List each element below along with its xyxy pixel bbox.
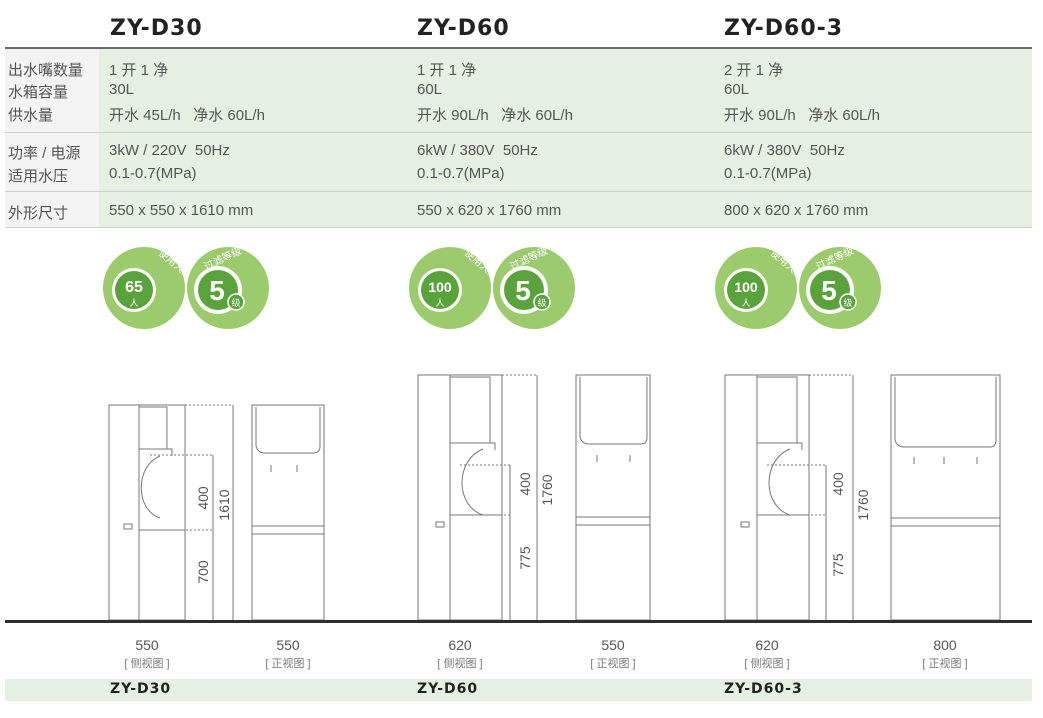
spec-power-2: 6kW / 380V 50Hz [417,142,538,159]
filter-unit-2: 级 [537,297,546,308]
filter-level-1: 5 [209,275,225,306]
dim-height-1: 1610 [216,489,232,520]
spec-power-1: 3kW / 220V 50Hz [109,142,230,159]
side-view-drawing-2 [417,374,538,621]
view-side-2: [ 侧视图 ] [437,658,483,670]
spec-outlets-3: 2 开 1 净 [724,62,784,79]
label-outlets: 出水嘴数量 [8,62,84,79]
spec-pressure-3: 0.1-0.7(MPa) [724,165,812,182]
spec-size-1: 550 x 550 x 1610 mm [109,202,254,219]
width-front-3: 800 [933,637,957,653]
filter-level-2: 5 [515,275,531,306]
dim-upper-1: 400 [195,486,211,510]
footer-model-2: ZY-D60 [417,681,479,697]
spec-pressure-2: 0.1-0.7(MPa) [417,165,505,182]
spec-row-outlets [5,49,1032,133]
label-supply: 供水量 [8,107,54,124]
front-view-drawing-2 [575,374,651,621]
badge-group-3: 100 人 使用人数 5 级 过滤等级 [715,244,881,329]
side-view-drawing-3 [724,374,854,621]
spec-supply-1: 开水 45L/h 净水 60L/h [109,107,265,124]
badge-group-1: 65 人 使用人数 5 级 过滤等级 [103,244,269,329]
spec-supply-3: 开水 90L/h 净水 60L/h [724,107,880,124]
filter-unit-3: 级 [843,297,852,308]
spec-power-3: 6kW / 380V 50Hz [724,142,845,159]
view-front-2: [ 正视图 ] [590,658,636,670]
width-front-2: 550 [601,637,625,653]
front-view-drawing-3 [890,374,1001,621]
dim-lower-1: 700 [195,560,211,584]
filter-level-3: 5 [821,275,837,306]
ground-line [5,620,1032,623]
users-count-3: 100 [734,279,758,295]
label-size: 外形尺寸 [8,205,69,222]
footer-model-1: ZY-D30 [110,681,172,697]
spec-capacity-1: 30L [109,81,135,98]
side-view-drawing-1 [108,404,234,621]
users-count-2: 100 [428,279,452,295]
label-power: 功率 / 电源 [8,145,81,162]
spec-capacity-3: 60L [724,81,750,98]
spec-size-2: 550 x 620 x 1760 mm [417,202,562,219]
width-side-2: 620 [448,637,472,653]
spec-outlets-1: 1 开 1 净 [109,62,169,79]
spec-supply-2: 开水 90L/h 净水 60L/h [417,107,573,124]
dim-height-2: 1760 [539,474,555,505]
dim-lower-3: 775 [830,553,846,577]
view-front-3: [ 正视图 ] [922,658,968,670]
footer-band [5,679,1032,701]
label-capacity: 水箱容量 [8,84,69,101]
users-count-1: 65 [125,279,143,296]
footer-model-3: ZY-D60-3 [724,681,803,697]
technical-drawings: 400 700 1610 400 775 1760 400 775 1760 [108,374,1001,621]
model-title-2: ZY-D60 [417,16,510,41]
dim-upper-3: 400 [830,472,846,496]
spec-pressure-1: 0.1-0.7(MPa) [109,165,197,182]
width-side-3: 620 [755,637,779,653]
spec-row-power [5,133,1032,192]
users-unit-2: 人 [435,298,444,308]
dim-lower-2: 775 [517,546,533,570]
model-title-3: ZY-D60-3 [724,16,844,41]
spec-size-3: 800 x 620 x 1760 mm [724,202,869,219]
dim-upper-2: 400 [517,472,533,496]
label-pressure: 适用水压 [8,168,69,185]
header-rule [5,47,1032,49]
dim-height-3: 1760 [855,489,871,520]
users-unit-3: 人 [741,298,750,308]
spec-capacity-2: 60L [417,81,443,98]
spec-outlets-2: 1 开 1 净 [417,62,477,79]
spec-row-size [5,192,1032,228]
model-title-1: ZY-D30 [110,16,203,41]
filter-unit-1: 级 [231,297,240,308]
front-view-drawing-1 [251,404,325,621]
view-side-3: [ 侧视图 ] [744,658,790,670]
view-front-1: [ 正视图 ] [265,658,311,670]
badge-group-2: 100 人 使用人数 5 级 过滤等级 [409,244,575,329]
width-side-1: 550 [135,637,159,653]
users-unit-1: 人 [129,298,138,308]
width-front-1: 550 [276,637,300,653]
view-side-1: [ 侧视图 ] [124,658,170,670]
